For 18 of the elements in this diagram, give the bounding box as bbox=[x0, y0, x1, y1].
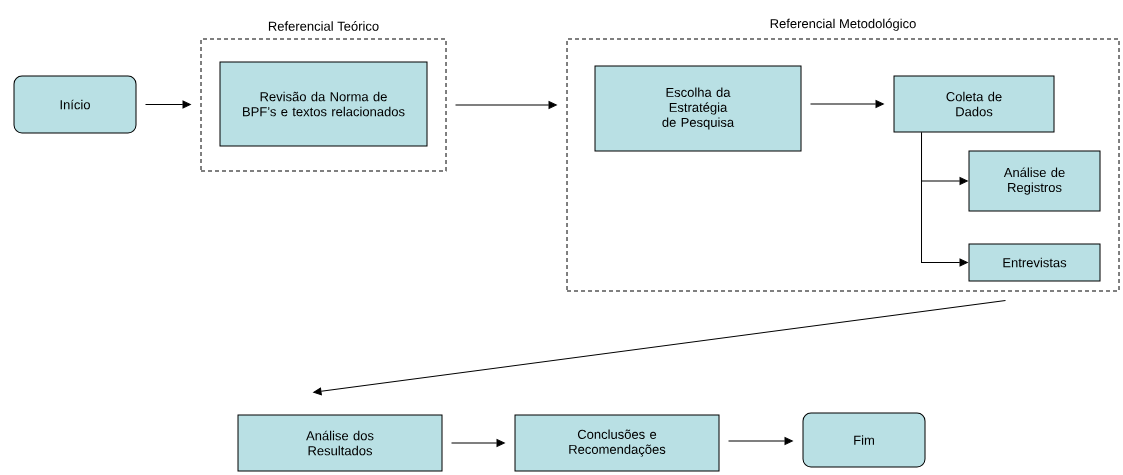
process-box: Coleta de Dados bbox=[893, 75, 1055, 133]
process-box: Revisão da Norma de BPF’s e textos relacionados bbox=[219, 61, 428, 147]
process-box: Entrevistas bbox=[968, 243, 1101, 282]
arrow bbox=[313, 300, 1006, 396]
arrow bbox=[145, 100, 191, 109]
arrow bbox=[451, 439, 505, 447]
arrow bbox=[455, 101, 557, 109]
process-box: Análise de Registros bbox=[968, 150, 1101, 212]
terminal-box: Fim bbox=[802, 412, 926, 468]
arrow bbox=[810, 100, 884, 108]
group-heading: Referencial Metodológico bbox=[770, 18, 916, 31]
arrow bbox=[728, 437, 793, 445]
group-heading: Referencial Teórico bbox=[268, 21, 379, 31]
terminal-box: Início bbox=[13, 75, 137, 134]
process-box: Escolha da Estratégia de Pesquisa bbox=[594, 65, 802, 152]
arrow bbox=[921, 132, 968, 267]
process-box: Conclusões e Recomendações bbox=[514, 414, 720, 472]
process-box: Análise dos Resultados bbox=[237, 414, 443, 472]
